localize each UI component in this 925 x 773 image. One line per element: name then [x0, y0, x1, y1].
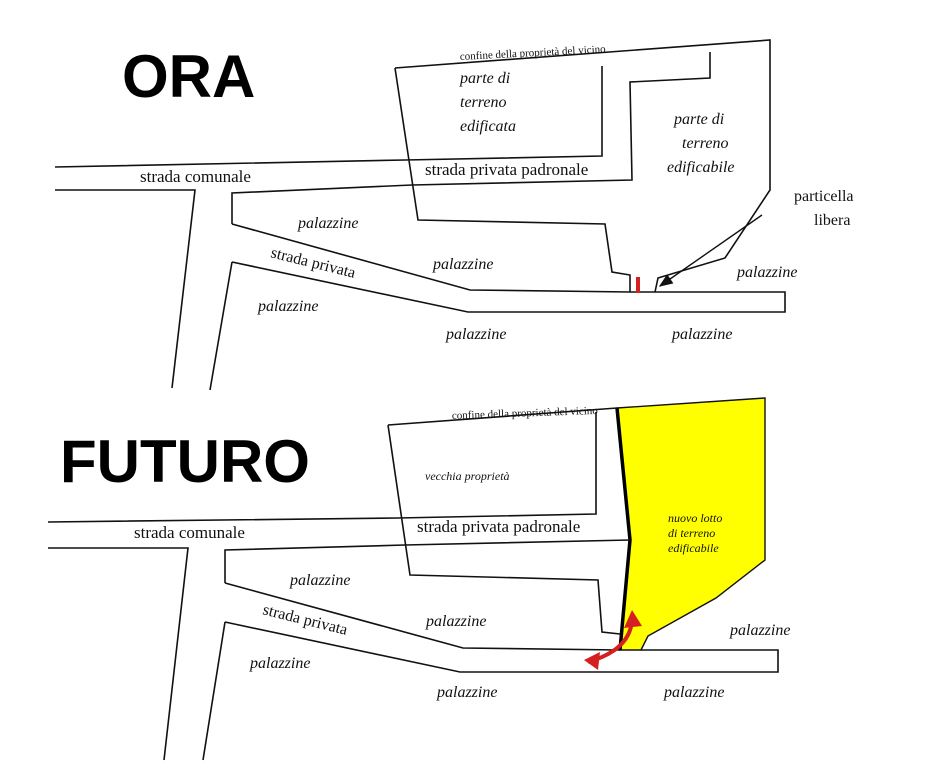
- futuro-municipal-road: [47, 517, 406, 761]
- ora-buildings-label: palazzine: [257, 298, 318, 315]
- futuro-new-lot-line1: nuovo lotto: [668, 511, 722, 525]
- futuro-private-owner-road-label: strada privata padronale: [417, 517, 580, 536]
- futuro-private-road: [202, 582, 779, 761]
- ora-buildings-label: palazzine: [297, 215, 358, 232]
- ora-private-road: [209, 223, 786, 391]
- futuro-old-property-label: vecchia proprietà: [425, 469, 510, 483]
- ora-free-parcel-line2: libera: [814, 212, 850, 229]
- ora-buildings-label: palazzine: [736, 264, 797, 281]
- ora-municipal-road: [54, 159, 413, 389]
- futuro-old-property-outline: [387, 407, 631, 635]
- futuro-heading: FUTURO: [60, 428, 310, 495]
- ora-buildings-label: palazzine: [432, 256, 493, 273]
- ora-private-owner-road-label: strada privata padronale: [425, 160, 588, 179]
- ora-free-parcel-pointer: [658, 214, 763, 287]
- futuro-buildings-label: palazzine: [436, 684, 497, 701]
- ora-built-land-line1: parte di: [459, 70, 510, 87]
- futuro-access-arrowhead-left: [584, 652, 600, 670]
- ora-panel: ORA confine della proprietà del vicino p…: [54, 39, 854, 391]
- ora-private-road-label: strada privata: [269, 244, 357, 281]
- ora-buildable-land-line3: edificabile: [667, 159, 735, 176]
- futuro-buildings-label: palazzine: [289, 572, 350, 589]
- ora-municipal-road-label: strada comunale: [140, 167, 251, 186]
- futuro-new-lot-line2: di terreno: [668, 526, 715, 540]
- futuro-neighbor-boundary-label: confine della proprietà del vicino: [452, 405, 599, 422]
- ora-neighbor-boundary-label: confine della proprietà del vicino: [460, 43, 607, 63]
- ora-buildable-land-line2: terreno: [682, 135, 729, 152]
- ora-free-parcel-marker: [636, 277, 640, 293]
- ora-buildings-label: palazzine: [671, 326, 732, 343]
- futuro-buildings-label: palazzine: [729, 622, 790, 639]
- ora-buildings-label: palazzine: [445, 326, 506, 343]
- ora-free-parcel-line1: particella: [794, 188, 854, 205]
- ora-built-land-line3: edificata: [460, 118, 516, 135]
- futuro-municipal-road-label: strada comunale: [134, 523, 245, 542]
- ora-heading: ORA: [122, 43, 255, 110]
- futuro-panel: FUTURO confine della proprietà del vicin…: [47, 397, 790, 761]
- ora-neighbor-boundary-outline: [394, 39, 771, 293]
- futuro-buildings-label: palazzine: [425, 613, 486, 630]
- ora-buildable-land-line1: parte di: [673, 111, 724, 128]
- futuro-buildings-label: palazzine: [663, 684, 724, 701]
- futuro-new-lot-line3: edificabile: [668, 541, 719, 555]
- futuro-access-arrowhead-up: [624, 610, 642, 628]
- futuro-buildings-label: palazzine: [249, 655, 310, 672]
- ora-built-land-line2: terreno: [460, 94, 507, 111]
